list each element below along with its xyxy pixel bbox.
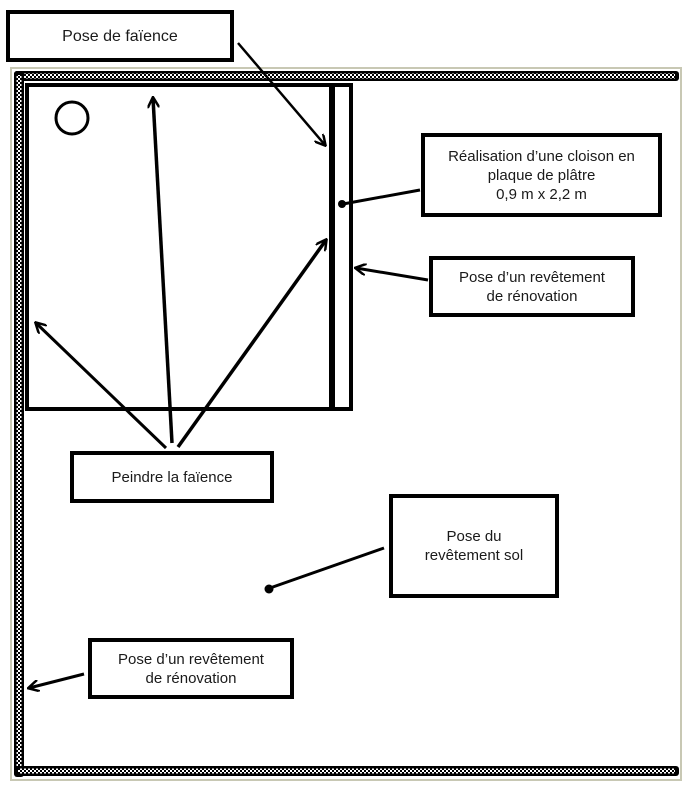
label-line: Peindre la faïence [111, 468, 233, 486]
label-revetement-renovation-left: Pose d’un revêtement de rénovation [88, 638, 294, 699]
label-cloison: Réalisation d’une cloison en plaque de p… [421, 133, 662, 217]
arrow-peindre-left [36, 323, 168, 450]
bottom-wall [14, 766, 679, 776]
arrow-cloison [342, 188, 421, 206]
label-revetement-sol: Pose du revêtement sol [389, 494, 559, 598]
label-line: Pose d’un revêtement [459, 268, 605, 286]
arrow-peindre-up [153, 98, 174, 444]
frame-border [10, 67, 682, 781]
arrow-revetement-left [29, 672, 85, 688]
arrow-peindre-right [176, 240, 326, 449]
label-line: de rénovation [486, 287, 578, 305]
dot-revetement-sol [264, 584, 274, 594]
label-line: Pose d’un revêtement [118, 650, 264, 668]
arrow-revetement-sol [269, 546, 385, 590]
label-line: Réalisation d’une cloison en [448, 147, 635, 165]
label-line: 0,9 m x 2,2 m [496, 185, 587, 203]
label-line: Pose du [446, 528, 502, 545]
arrow-pose-faience [237, 42, 325, 145]
label-revetement-renovation-right: Pose d’un revêtement de rénovation [429, 256, 635, 317]
label-peindre-faience: Peindre la faïence [70, 451, 274, 503]
label-pose-faience: Pose de faïence [6, 10, 234, 62]
arrow-revetement-right [356, 268, 429, 282]
shower-drain [54, 100, 90, 136]
dot-cloison [338, 200, 346, 208]
label-line: de rénovation [145, 669, 237, 687]
label-line: plaque de plâtre [487, 166, 596, 184]
left-wall [14, 71, 24, 777]
label-line: revêtement sol [424, 547, 524, 564]
label-line: Pose de faïence [62, 27, 178, 45]
top-wall [14, 71, 679, 81]
